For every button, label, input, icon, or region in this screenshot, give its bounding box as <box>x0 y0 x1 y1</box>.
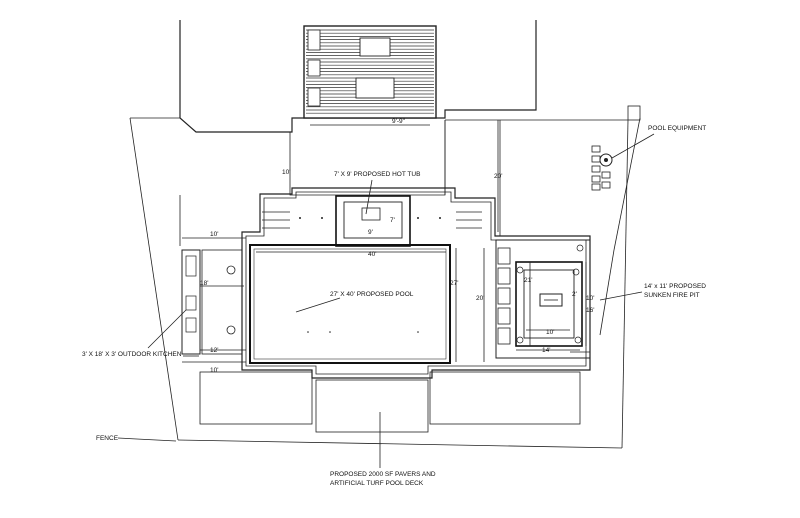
pool: 40' 27' 20' 27' X 40' PROPOSED POOL <box>249 244 484 364</box>
pool-deck <box>241 187 591 379</box>
fire-pit-label-1: 14' x 11' PROPOSED <box>644 283 706 290</box>
property-lines <box>129 105 641 449</box>
fire-pit-right2-dim: 16' <box>586 307 594 314</box>
fence-callout: FENCE <box>96 435 177 442</box>
pavers-callout: PROPOSED 2000 SF PAVERS AND ARTIFICIAL T… <box>330 412 436 487</box>
rear-deck: 9'-9" <box>303 25 437 126</box>
fire-pit-right1-dim: 10' <box>586 295 594 302</box>
paver-patio <box>179 120 581 433</box>
house-outline <box>179 20 537 133</box>
fire-pit-outer-dim: 21' <box>524 277 532 284</box>
tub-setback-dim: 10' <box>282 169 290 176</box>
pool-equipment-label: POOL EQUIPMENT <box>648 125 706 132</box>
fire-pit: 21' 10' 14' 10' 16' 2' 14' x 11' PROPOSE… <box>495 239 706 359</box>
pool-width-dim: 40' <box>368 251 376 258</box>
hot-tub-depth-dim: 7' <box>390 217 395 224</box>
hot-tub-label: 7' X 9' PROPOSED HOT TUB <box>334 171 420 178</box>
fence-label: FENCE <box>96 435 119 442</box>
hot-tub: 9' 7' 7' X 9' PROPOSED HOT TUB 10' <box>282 169 420 247</box>
left-offset-top-dim: 10' <box>210 231 218 238</box>
pool-inner-dim: 20' <box>476 295 484 302</box>
fire-pit-inner-dim: 10' <box>546 329 554 336</box>
left-offset-bottom-dim: 10' <box>210 367 218 374</box>
fire-pit-bottom-dim: 14' <box>542 347 550 354</box>
fire-pit-label-2: SUNKEN FIRE PIT <box>644 292 700 299</box>
right-setback-dim: 20' <box>494 173 502 180</box>
right-setback: 20' <box>494 120 502 236</box>
pool-length-dim: 27' <box>450 280 458 287</box>
hot-tub-width-dim: 9' <box>368 229 373 236</box>
left-offset-mid-dim: 12' <box>210 347 218 354</box>
outdoor-kitchen: 3' X 18' X 3' OUTDOOR KITCHEN <box>82 249 243 358</box>
left-dimensions: 10' 18' 12' 10' <box>182 231 246 374</box>
outdoor-kitchen-label: 3' X 18' X 3' OUTDOOR KITCHEN <box>82 351 182 358</box>
pavers-label-2: ARTIFICIAL TURF POOL DECK <box>330 480 424 487</box>
kitchen-length-dim: 18' <box>200 280 208 287</box>
deck-dimension: 9'-9" <box>392 118 406 125</box>
pavers-label-1: PROPOSED 2000 SF PAVERS AND <box>330 471 436 478</box>
pool-equipment: POOL EQUIPMENT <box>591 125 706 191</box>
pool-label: 27' X 40' PROPOSED POOL <box>330 291 414 298</box>
fire-pit-small-dim: 2' <box>572 291 577 298</box>
